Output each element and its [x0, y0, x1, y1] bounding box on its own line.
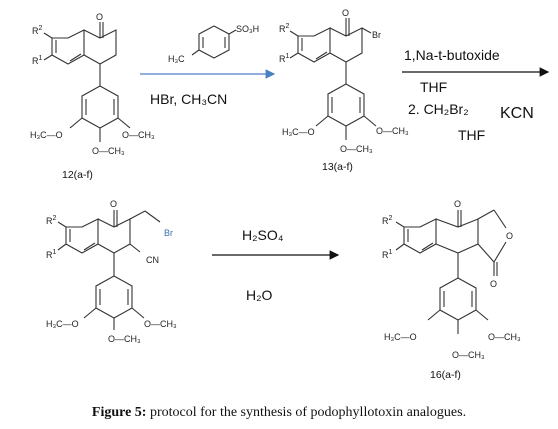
- step2-line2: 2. CH₂Br₂: [408, 101, 469, 117]
- c14-ome-left: H₃C—O: [46, 319, 79, 329]
- step1-conditions: HBr, CH₃CN: [150, 91, 227, 107]
- tosic-acid-structure: [191, 25, 237, 59]
- c16-label: 16(a-f): [430, 369, 461, 381]
- c12-r1: R1: [32, 55, 43, 66]
- step2-line1: 1,Na-t-butoxide: [404, 47, 500, 63]
- c14-o: O: [110, 199, 117, 209]
- c13-ome-left: H₃C—O: [282, 127, 315, 137]
- step2-thf: THF: [420, 79, 447, 95]
- c16-r2: R2: [382, 215, 393, 226]
- c12-r2: R2: [32, 25, 43, 36]
- c13-r2: R2: [279, 23, 290, 34]
- compound-14-structure: [57, 210, 161, 330]
- compound-16-structure: [395, 209, 507, 334]
- c16-ome-left: H₃C—O: [384, 332, 417, 342]
- c13-ome-bottom: O—CH₃: [340, 144, 373, 154]
- caption-prefix: Figure 5:: [91, 405, 147, 420]
- c13-br: Br: [372, 30, 381, 40]
- c12-ome-right: O—CH₃: [122, 130, 155, 140]
- compound-13-structure: [289, 18, 377, 140]
- c16-o-ring: O: [506, 231, 513, 241]
- c14-cn: CN: [146, 255, 159, 265]
- c14-ome-right: O—CH₃: [144, 319, 177, 329]
- c13-o: O: [342, 8, 349, 18]
- c16-ome-bottom: O—CH₃: [452, 350, 485, 360]
- c12-ome-bottom: O—CH₃: [92, 146, 125, 156]
- step3-water: H₂O: [246, 287, 273, 303]
- step3-acid: H₂SO₄: [242, 227, 284, 243]
- c16-ome-right: O—CH₃: [488, 332, 521, 342]
- figure-caption: Figure 5: protocol for the synthesis of …: [0, 405, 558, 421]
- c14-r2: R2: [46, 215, 57, 226]
- c16-o-top: O: [454, 199, 461, 209]
- step2-thf2: THF: [458, 127, 485, 143]
- h3c-label: H₃C: [168, 54, 185, 64]
- c13-ome-right: O—CH₃: [376, 126, 409, 136]
- c13-label: 13(a-f): [322, 161, 353, 173]
- caption-text: protocol for the synthesis of podophyllo…: [146, 405, 467, 420]
- so3h-label: SO₃H: [236, 24, 259, 34]
- compound-12-structure: [43, 22, 131, 142]
- c14-br: Br: [164, 228, 173, 238]
- c12-label: 12(a-f): [62, 169, 93, 181]
- c13-r1: R1: [279, 53, 290, 64]
- c16-r1: R1: [382, 249, 393, 260]
- step2-kcn: KCN: [500, 105, 534, 122]
- c16-o-lactone: O: [490, 279, 497, 289]
- c14-ome-bottom: O—CH₃: [108, 334, 141, 344]
- c14-r1: R1: [46, 249, 57, 260]
- c12-ome-left: H₃C—O: [30, 130, 63, 140]
- c12-o: O: [96, 12, 103, 22]
